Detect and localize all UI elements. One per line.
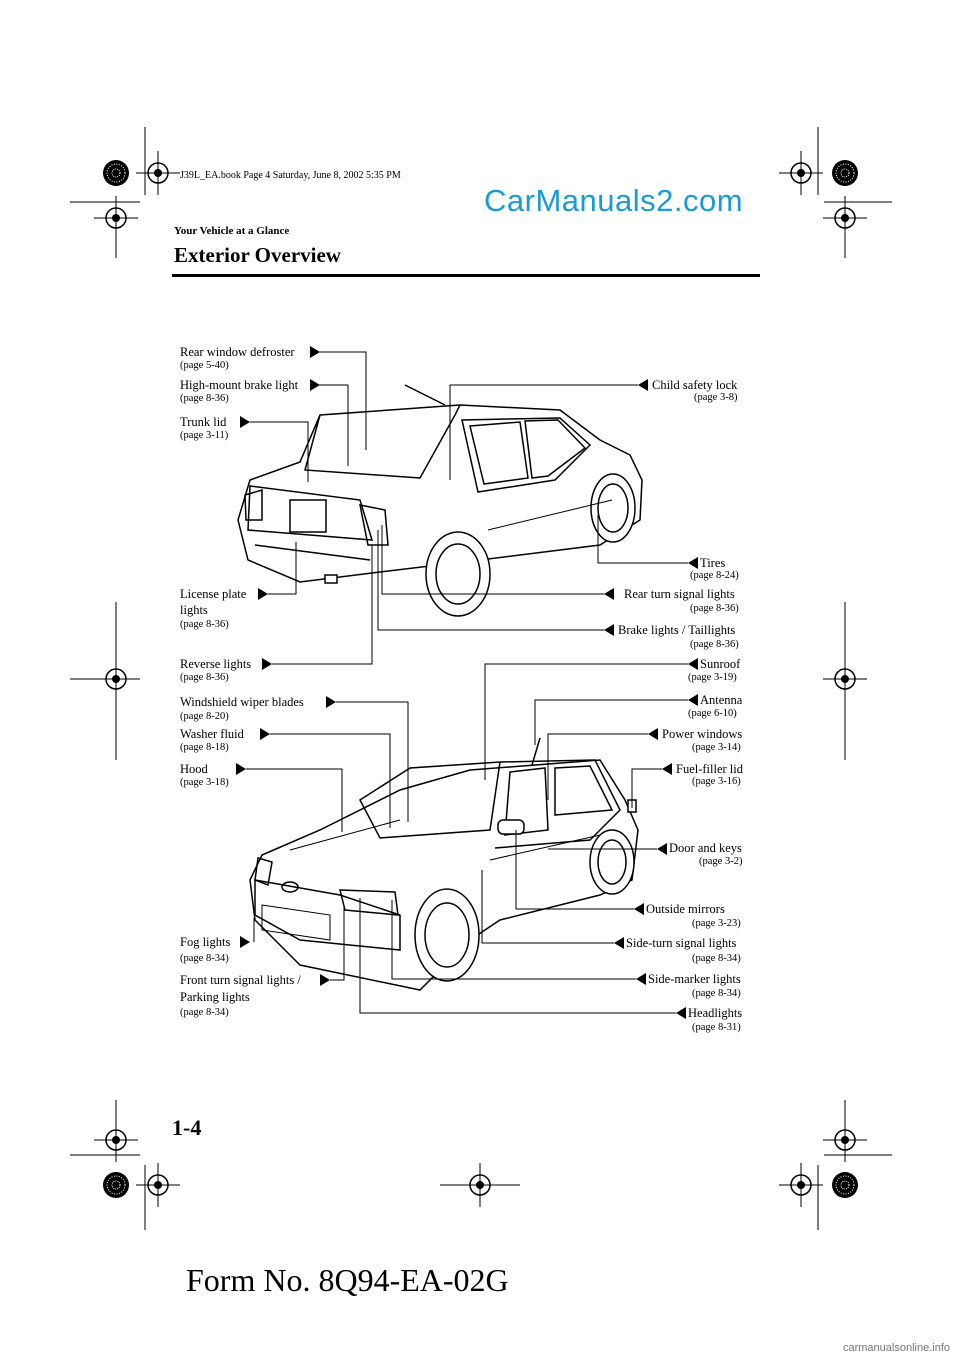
page-ref-rear-turn-signal-lights: (page 8-36) — [690, 603, 739, 614]
page-ref-headlights: (page 8-31) — [692, 1022, 741, 1033]
page-ref-brake-lights-taillights: (page 8-36) — [690, 639, 739, 650]
page-ref-child-safety-lock: (page 3-8) — [694, 392, 738, 403]
label-antenna: Antenna — [700, 693, 743, 707]
label-license-plate-lights: License plate — [180, 587, 247, 601]
page-ref-antenna: (page 6-10) — [688, 708, 737, 719]
page-ref-tires: (page 8-24) — [690, 570, 739, 581]
label-headlights: Headlights — [688, 1006, 743, 1020]
registration-marks-side — [70, 602, 868, 760]
label-door-and-keys: Door and keys — [669, 841, 742, 855]
label-hood: Hood — [180, 762, 208, 776]
page-ref-door-and-keys: (page 3-2) — [699, 856, 743, 867]
page-ref-hood: (page 3-18) — [180, 777, 229, 788]
page-ref-power-windows: (page 3-14) — [692, 742, 741, 753]
label-reverse-lights: Reverse lights — [180, 657, 252, 671]
registration-marks-top — [70, 127, 892, 258]
label-sunroof: Sunroof — [700, 657, 741, 671]
label-front-turn-signal-lights: Front turn signal lights / — [180, 973, 301, 987]
label-side-marker-lights: Side-marker lights — [648, 972, 741, 986]
page-ref-high-mount-brake-light: (page 8-36) — [180, 393, 229, 404]
page-ref-washer-fluid: (page 8-18) — [180, 742, 229, 753]
footer-site-watermark: carmanualsonline.info — [842, 1342, 950, 1354]
label-outside-mirrors: Outside mirrors — [646, 902, 725, 916]
car-rear-view-illustration — [237, 384, 643, 617]
label-high-mount-brake-light: High-mount brake light — [180, 378, 299, 392]
label-fog-lights: Fog lights — [180, 935, 231, 949]
form-number: Form No. 8Q94-EA-02G — [186, 1262, 509, 1298]
label-license-plate-lights-line2: lights — [180, 603, 208, 617]
page-ref-sunroof: (page 3-19) — [688, 672, 737, 683]
page-number: 1-4 — [172, 1115, 202, 1140]
watermark-logo: CarManuals2.com — [484, 183, 744, 218]
leader-lines — [246, 351, 688, 1014]
label-fuel-filler-lid: Fuel-filler lid — [676, 762, 743, 776]
title-rule — [172, 274, 760, 277]
label-windshield-wiper-blades: Windshield wiper blades — [180, 695, 304, 709]
page-ref-outside-mirrors: (page 3-23) — [692, 918, 741, 929]
page-ref-side-turn-signal-lights: (page 8-34) — [692, 953, 741, 964]
label-child-safety-lock: Child safety lock — [652, 378, 738, 392]
label-rear-window-defroster: Rear window defroster — [180, 345, 295, 359]
leader-arrows — [236, 346, 698, 1019]
page-ref-front-turn-signal-lights: (page 8-34) — [180, 1007, 229, 1018]
car-front-view-illustration — [249, 737, 639, 991]
label-brake-lights-taillights: Brake lights / Taillights — [618, 623, 736, 637]
label-power-windows: Power windows — [662, 727, 743, 741]
label-rear-turn-signal-lights: Rear turn signal lights — [624, 587, 735, 601]
label-trunk-lid: Trunk lid — [180, 415, 227, 429]
page-ref-license-plate-lights: (page 8-36) — [180, 619, 229, 630]
book-info: J39L_EA.book Page 4 Saturday, June 8, 20… — [180, 170, 401, 181]
page-ref-side-marker-lights: (page 8-34) — [692, 988, 741, 999]
page-ref-trunk-lid: (page 3-11) — [180, 430, 229, 441]
registration-marks-bottom — [70, 1100, 892, 1230]
section-heading: Your Vehicle at a Glance — [174, 225, 290, 237]
page-ref-rear-window-defroster: (page 5-40) — [180, 360, 229, 371]
label-parking-lights: Parking lights — [180, 990, 250, 1004]
page-title: Exterior Overview — [174, 243, 341, 267]
label-washer-fluid: Washer fluid — [180, 727, 244, 741]
label-side-turn-signal-lights: Side-turn signal lights — [626, 936, 737, 950]
page-ref-fog-lights: (page 8-34) — [180, 953, 229, 964]
label-tires: Tires — [700, 556, 726, 570]
page-ref-fuel-filler-lid: (page 3-16) — [692, 776, 741, 787]
page-ref-windshield-wiper-blades: (page 8-20) — [180, 711, 229, 722]
page-ref-reverse-lights: (page 8-36) — [180, 672, 229, 683]
